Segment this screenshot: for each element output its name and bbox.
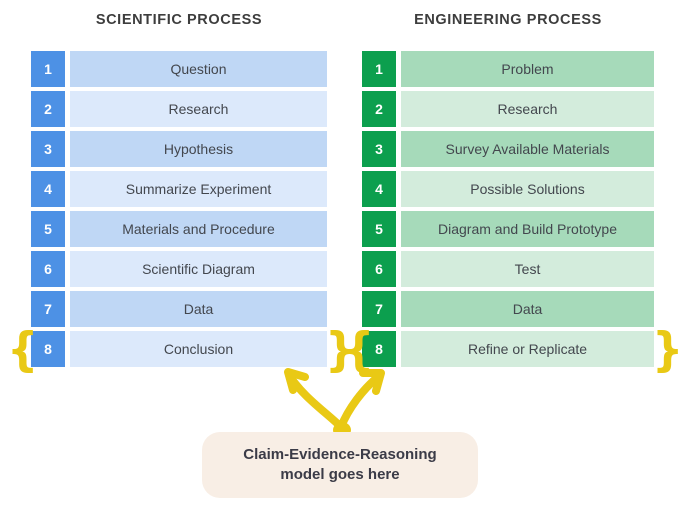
callout-line-2: model goes here xyxy=(280,466,400,483)
step-number: 8 xyxy=(31,331,65,367)
engineering-step-4: 4 Possible Solutions xyxy=(362,171,654,207)
step-number: 6 xyxy=(362,251,396,287)
step-label: Research xyxy=(70,91,327,127)
engineering-step-5: 5 Diagram and Build Prototype xyxy=(362,211,654,247)
engineering-step-8: 8 Refine or Replicate xyxy=(362,331,654,367)
step-label: Survey Available Materials xyxy=(401,131,654,167)
step-number: 2 xyxy=(31,91,65,127)
step-number: 1 xyxy=(362,51,396,87)
claim-evidence-reasoning-callout: Claim-Evidence-Reasoning model goes here xyxy=(202,432,478,498)
double-curved-arrow-icon xyxy=(284,368,385,438)
step-number: 5 xyxy=(362,211,396,247)
step-label: Data xyxy=(401,291,654,327)
scientific-step-8: 8 Conclusion xyxy=(31,331,327,367)
scientific-step-4: 4 Summarize Experiment xyxy=(31,171,327,207)
step-label: Test xyxy=(401,251,654,287)
engineering-step-7: 7 Data xyxy=(362,291,654,327)
scientific-step-2: 2 Research xyxy=(31,91,327,127)
engineering-step-3: 3 Survey Available Materials xyxy=(362,131,654,167)
left-open-brace-icon: { xyxy=(7,323,39,378)
engineering-step-6: 6 Test xyxy=(362,251,654,287)
left-close-brace-icon: } xyxy=(325,323,357,378)
step-label: Refine or Replicate xyxy=(401,331,654,367)
scientific-step-5: 5 Materials and Procedure xyxy=(31,211,327,247)
step-label: Diagram and Build Prototype xyxy=(401,211,654,247)
engineering-process-title: ENGINEERING PROCESS xyxy=(414,12,602,28)
scientific-process-title: SCIENTIFIC PROCESS xyxy=(95,12,263,28)
step-label: Summarize Experiment xyxy=(70,171,327,207)
step-number: 7 xyxy=(31,291,65,327)
step-number: 1 xyxy=(31,51,65,87)
scientific-step-3: 3 Hypothesis xyxy=(31,131,327,167)
step-label: Data xyxy=(70,291,327,327)
step-label: Possible Solutions xyxy=(401,171,654,207)
scientific-step-6: 6 Scientific Diagram xyxy=(31,251,327,287)
step-number: 2 xyxy=(362,91,396,127)
step-number: 4 xyxy=(362,171,396,207)
step-label: Conclusion xyxy=(70,331,327,367)
engineering-step-1: 1 Problem xyxy=(362,51,654,87)
step-number: 7 xyxy=(362,291,396,327)
right-close-brace-icon: } xyxy=(652,323,684,378)
scientific-step-7: 7 Data xyxy=(31,291,327,327)
right-open-brace-icon: { xyxy=(343,323,375,378)
step-label: Materials and Procedure xyxy=(70,211,327,247)
step-label: Problem xyxy=(401,51,654,87)
step-label: Research xyxy=(401,91,654,127)
scientific-process-column: 1 Question 2 Research 3 Hypothesis 4 Sum… xyxy=(31,51,327,367)
step-number: 6 xyxy=(31,251,65,287)
callout-line-1: Claim-Evidence-Reasoning xyxy=(243,445,437,463)
step-number: 3 xyxy=(362,131,396,167)
step-number: 3 xyxy=(31,131,65,167)
step-number: 4 xyxy=(31,171,65,207)
step-number: 5 xyxy=(31,211,65,247)
engineering-step-2: 2 Research xyxy=(362,91,654,127)
step-number: 8 xyxy=(362,331,396,367)
engineering-process-column: 1 Problem 2 Research 3 Survey Available … xyxy=(362,51,654,367)
step-label: Question xyxy=(70,51,327,87)
step-label: Scientific Diagram xyxy=(70,251,327,287)
step-label: Hypothesis xyxy=(70,131,327,167)
scientific-step-1: 1 Question xyxy=(31,51,327,87)
